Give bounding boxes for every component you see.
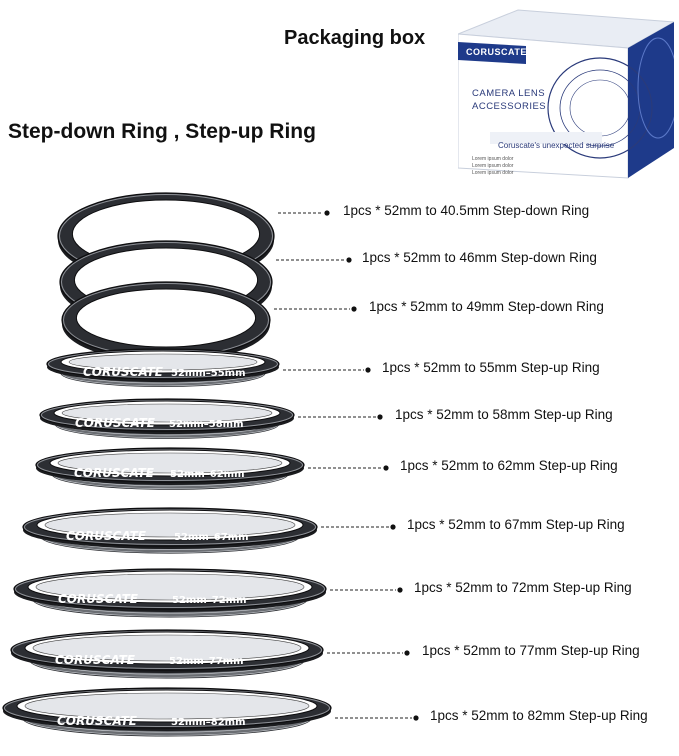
ring-description: 1pcs * 52mm to 58mm Step-up Ring	[395, 407, 613, 422]
ring-brand-text: CORUSCATE	[75, 416, 156, 430]
ring-description: 1pcs * 52mm to 77mm Step-up Ring	[422, 643, 640, 658]
ring-7: CORUSCATE 52mm–67mm	[22, 507, 318, 554]
leader-dot	[390, 524, 396, 530]
ring-description: 1pcs * 52mm to 62mm Step-up Ring	[400, 458, 618, 473]
ring-description: 1pcs * 52mm to 46mm Step-down Ring	[362, 250, 597, 265]
ring-5: CORUSCATE 52mm–58mm	[39, 398, 295, 439]
ring-inner-thread	[57, 452, 283, 474]
ring-10: CORUSCATE 52mm–82mm	[2, 687, 332, 737]
box-text-line2: ACCESSORIES	[472, 101, 547, 112]
leader-dot	[351, 306, 357, 312]
leader-dot	[397, 587, 403, 593]
ring-inner-thread	[44, 512, 296, 538]
ring-description: 1pcs * 52mm to 49mm Step-down Ring	[369, 299, 604, 314]
leader-dot	[365, 367, 371, 373]
ring-9: CORUSCATE 52mm–77mm	[10, 629, 324, 679]
box-text-line1: CAMERA LENS	[472, 88, 546, 99]
ring-engraving-text: 52mm–40.5mm	[176, 232, 244, 241]
ring-brand-text: CORUSCATE	[57, 714, 138, 728]
ring-8: CORUSCATE 52mm–72mm	[13, 568, 327, 618]
ring-engraving-text: 52mm–67mm	[174, 532, 249, 543]
packaging-box-title: Packaging box	[284, 27, 426, 49]
leader-dot	[346, 257, 352, 263]
leader-dot	[383, 465, 389, 471]
ring-brand-text: CORUSCATE	[66, 529, 147, 543]
ring-engraving-text: 52mm–72mm	[172, 595, 247, 606]
ring-inner-hole	[75, 288, 257, 348]
ring-description: 1pcs * 52mm to 55mm Step-up Ring	[382, 360, 600, 375]
ring-brand-text: CORUSCATE	[83, 365, 164, 379]
ring-brand-text: CORUSCATE	[94, 231, 158, 242]
ring-brand-text: CORUSCATE	[55, 653, 136, 667]
leader-dot	[413, 715, 419, 721]
leader-dot	[324, 210, 330, 216]
leader-dot	[377, 414, 383, 420]
ring-description: 1pcs * 52mm to 82mm Step-up Ring	[430, 708, 648, 723]
leader-dot	[404, 650, 410, 656]
ring-inner-thread	[32, 634, 302, 662]
ring-description: 1pcs * 52mm to 40.5mm Step-down Ring	[343, 203, 590, 218]
ring-engraving-text: 52mm–46mm	[180, 278, 240, 287]
ring-engraving-text: 52mm–77mm	[169, 656, 244, 667]
ring-inner-thread	[35, 573, 305, 601]
ring-inner-thread	[24, 692, 310, 720]
ring-engraving-text: 52mm–55mm	[171, 368, 246, 379]
box-fine-print: Lorem ipsum dolor	[472, 170, 514, 176]
ring-engraving-text: 52mm–62mm	[170, 469, 245, 480]
ring-description: 1pcs * 52mm to 67mm Step-up Ring	[407, 517, 625, 532]
ring-engraving-text: 52mm–82mm	[171, 717, 246, 728]
ring-brand-text: CORUSCATE	[94, 277, 158, 288]
ring-engraving-text: 52mm–49mm	[180, 321, 240, 330]
ring-brand-text: CORUSCATE	[94, 320, 158, 331]
ring-engraving-text: 52mm–58mm	[169, 419, 244, 430]
ring-inner-thread	[61, 403, 273, 423]
box-tagline: Coruscate's unexpected surprise	[498, 141, 615, 150]
ring-4: CORUSCATE 52mm–55mm	[46, 348, 280, 387]
box-brand-logo: CORUSCATE	[466, 47, 527, 57]
box-fine-print: Lorem ipsum dolor	[472, 156, 514, 162]
ring-3: CORUSCATE 52mm–49mm	[61, 281, 271, 362]
ring-inner-thread	[68, 353, 258, 371]
ring-description: 1pcs * 52mm to 72mm Step-up Ring	[414, 580, 632, 595]
ring-6: CORUSCATE 52mm–62mm	[35, 447, 305, 490]
box-fine-print: Lorem ipsum dolor	[472, 163, 514, 169]
ring-brand-text: CORUSCATE	[58, 592, 139, 606]
main-title: Step-down Ring , Step-up Ring	[8, 120, 316, 143]
ring-brand-text: CORUSCATE	[74, 466, 155, 480]
